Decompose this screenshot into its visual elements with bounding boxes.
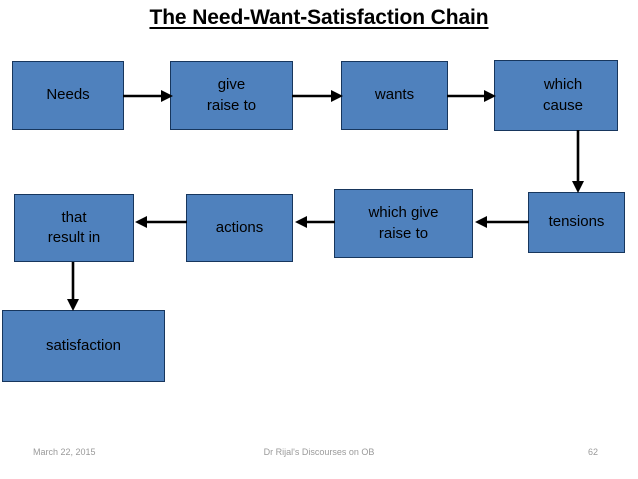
flow-node-satisfaction-label: satisfaction xyxy=(45,336,122,354)
flow-node-which-give-raise-to[interactable]: which give raise to xyxy=(334,189,473,258)
flow-node-needs[interactable]: Needs xyxy=(12,61,124,130)
arrow-left-icon-actions-to-that-result-in xyxy=(133,212,187,232)
flow-node-tensions-label: tensions xyxy=(548,213,605,231)
arrow-right-icon-wants-to-which-cause xyxy=(447,86,496,106)
arrow-right-icon-needs-to-give-raise xyxy=(123,86,173,106)
flow-node-wants-label: wants xyxy=(374,86,415,104)
footer-date: March 22, 2015 xyxy=(33,447,96,457)
arrow-right-icon-give-raise-to-wants xyxy=(292,86,343,106)
page-title: The Need-Want-Satisfaction Chain xyxy=(0,6,638,30)
arrow-left-icon-which-give-raise-to-actions xyxy=(293,212,335,232)
arrow-down-icon-that-result-in-to-satisfaction xyxy=(63,262,83,311)
slide-footer: March 22, 2015 Dr Rijal's Discourses on … xyxy=(0,447,638,467)
flow-node-actions[interactable]: actions xyxy=(186,194,293,262)
flow-node-give-raise-to-label: give raise to xyxy=(206,76,257,114)
flow-node-which-give-raise-to-label: which give raise to xyxy=(368,204,439,242)
arrow-left-icon-tensions-to-which-give-raise xyxy=(473,212,529,232)
flow-node-needs-label: Needs xyxy=(46,86,90,104)
flow-node-which-cause[interactable]: which cause xyxy=(494,60,618,131)
flow-node-satisfaction[interactable]: satisfaction xyxy=(2,310,165,382)
page-title-text: The Need-Want-Satisfaction Chain xyxy=(149,6,489,29)
flow-node-actions-label: actions xyxy=(215,218,264,236)
footer-center-text: Dr Rijal's Discourses on OB xyxy=(263,447,375,457)
flow-node-wants[interactable]: wants xyxy=(341,61,448,130)
flow-node-give-raise-to[interactable]: give raise to xyxy=(170,61,293,130)
flow-node-that-result-in-label: that result in xyxy=(47,208,101,246)
footer-page-number: 62 xyxy=(587,447,598,457)
flow-node-that-result-in[interactable]: that result in xyxy=(14,194,134,262)
flow-node-which-cause-label: which cause xyxy=(542,76,584,114)
arrow-down-icon-which-cause-to-tensions xyxy=(568,130,588,193)
flow-node-tensions[interactable]: tensions xyxy=(528,192,625,253)
